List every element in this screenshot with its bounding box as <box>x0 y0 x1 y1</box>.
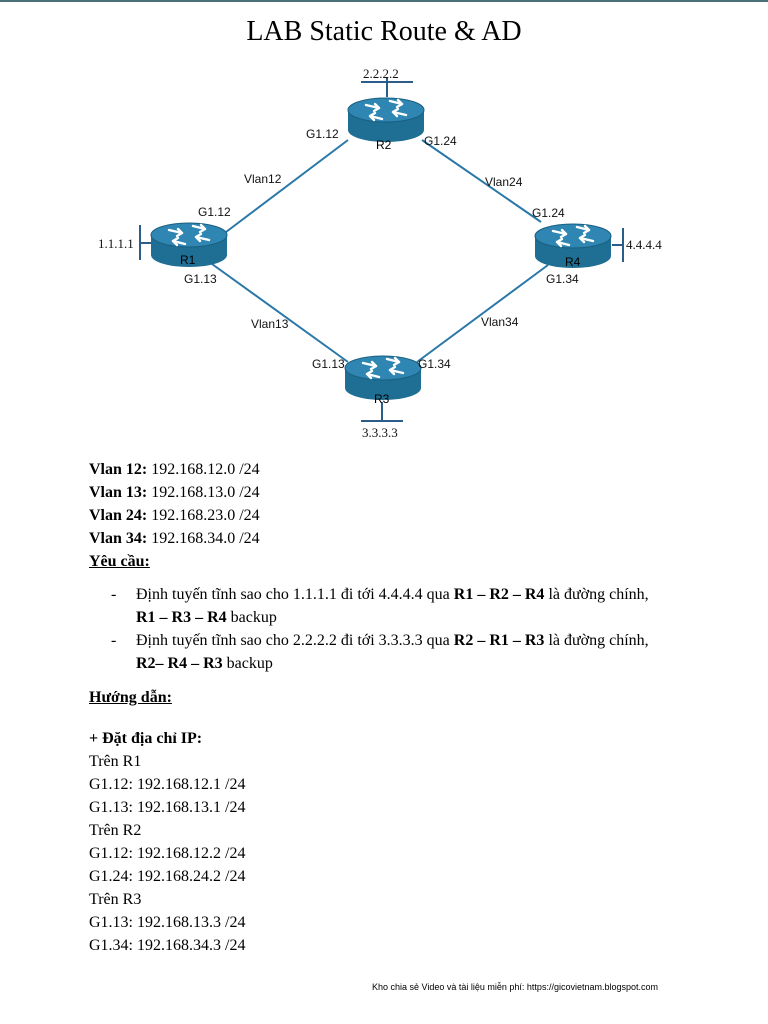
loopback-r2-label: 2.2.2.2 <box>363 66 399 81</box>
interface-label-r2-b: G1.24 <box>424 134 457 148</box>
router-r2 <box>346 96 426 144</box>
loopback-r1-label: 1.1.1.1 <box>98 236 134 251</box>
link-label-vlan34: Vlan34 <box>481 315 519 329</box>
vlan-line: Vlan 12: 192.168.12.0 /24 <box>89 461 260 478</box>
address-line: Trên R1 <box>89 753 142 770</box>
links <box>211 139 549 363</box>
page-title: LAB Static Route & AD <box>246 16 522 47</box>
interface-label-r3-b: G1.34 <box>418 357 451 371</box>
link-r1-r3 <box>211 263 349 363</box>
requirements-list: - Định tuyến tĩnh sao cho 1.1.1.1 đi tới… <box>89 583 729 675</box>
router-r3-name: R3 <box>374 392 390 406</box>
router-r1-name: R1 <box>180 253 196 267</box>
link-r3-r4 <box>416 264 549 363</box>
top-rule <box>0 0 768 2</box>
interface-label-r4-a: G1.24 <box>532 206 565 220</box>
link-r1-r2 <box>225 139 349 233</box>
loopback-r4-label: 4.4.4.4 <box>626 237 662 252</box>
link-r2-r4 <box>421 139 542 223</box>
address-line: G1.13: 192.168.13.3 /24 <box>89 914 246 931</box>
footer-note: Kho chia sẻ Video và tài liệu miễn phí: … <box>372 982 658 992</box>
address-line: G1.12: 192.168.12.2 /24 <box>89 845 246 862</box>
address-line: G1.24: 192.168.24.2 /24 <box>89 868 246 885</box>
address-line: Trên R3 <box>89 891 142 908</box>
address-line: G1.34: 192.168.34.3 /24 <box>89 937 246 954</box>
address-line: G1.12: 192.168.12.1 /24 <box>89 776 246 793</box>
requirements-heading: Yêu cầu: <box>89 553 150 570</box>
document-body: Vlan 12: 192.168.12.0 /24 Vlan 13: 192.1… <box>89 458 729 957</box>
loopbacks <box>139 78 624 422</box>
router-r4-name: R4 <box>565 255 581 269</box>
vlan-line: Vlan 24: 192.168.23.0 /24 <box>89 507 260 524</box>
link-label-vlan24: Vlan24 <box>485 175 523 189</box>
interface-label-r4-b: G1.34 <box>546 272 579 286</box>
address-line: G1.13: 192.168.13.1 /24 <box>89 799 246 816</box>
requirement-item: - Định tuyến tĩnh sao cho 2.2.2.2 đi tới… <box>111 632 649 672</box>
interface-label-r3-a: G1.13 <box>312 357 345 371</box>
interface-label-r1-b: G1.13 <box>184 272 217 286</box>
network-topology-diagram: R2 R1 R4 R3 2.2.2.2 1.1.1.1 4.4.4.4 3.3.… <box>98 66 662 440</box>
guide-heading: Hướng dẫn: <box>89 689 172 706</box>
loopback-r3-label: 3.3.3.3 <box>362 425 398 440</box>
link-label-vlan13: Vlan13 <box>251 317 289 331</box>
router-r2-name: R2 <box>376 138 392 152</box>
link-label-vlan12: Vlan12 <box>244 172 282 186</box>
requirement-item: - Định tuyến tĩnh sao cho 1.1.1.1 đi tới… <box>111 586 649 626</box>
vlan-line: Vlan 34: 192.168.34.0 /24 <box>89 530 260 547</box>
address-line: Trên R2 <box>89 822 142 839</box>
vlan-line: Vlan 13: 192.168.13.0 /24 <box>89 484 260 501</box>
interface-label-r1-a: G1.12 <box>198 205 231 219</box>
interface-label-r2-a: G1.12 <box>306 127 339 141</box>
address-heading: + Đặt địa chỉ IP: <box>89 730 203 747</box>
